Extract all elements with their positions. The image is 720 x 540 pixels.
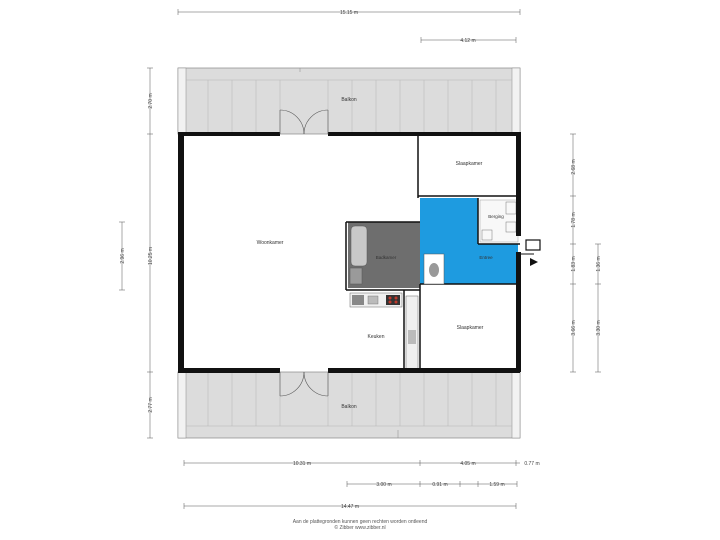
dim-top-total: 15.15 m (340, 10, 358, 16)
footer-disclaimer: Aan de plattegronden kunnen geen rechten… (292, 519, 428, 525)
balcony-door-bottom (279, 371, 329, 397)
exterior-walls (178, 132, 521, 373)
dim-right-3: 1.83 m (571, 256, 577, 271)
dim-right-5: 3.66 m (571, 320, 577, 335)
toilet (423, 253, 445, 285)
kitchen-counter (349, 292, 419, 371)
room-label-woonkamer: Woonkamer (257, 240, 284, 246)
dim-bottom-4: 3.00 m (376, 482, 391, 488)
dim-left-balkon-top: 2.70 m (148, 93, 154, 108)
room-label-slaapkamer-2: Slaapkamer (457, 325, 484, 331)
room-label-keuken: Keuken (368, 334, 385, 340)
berging-area (479, 199, 519, 243)
room-label-slaapkamer-1: Slaapkamer (456, 161, 483, 167)
room-label-balkon-top: Balkon (341, 97, 357, 103)
bathtub (350, 225, 368, 267)
dim-left-inner: 2.96 m (120, 248, 126, 263)
dim-right-6: 3.30 m (596, 320, 602, 335)
dim-bottom-6: 1.59 m (489, 482, 504, 488)
room-label-entree: Entree (479, 255, 493, 260)
dim-left-balkon-bottom: 2.77 m (148, 397, 154, 412)
entrance-steps (521, 239, 541, 266)
dim-right-1: 2.68 m (571, 159, 577, 174)
dim-bottom-3: 0.77 m (524, 461, 539, 467)
dim-left-total: 10.25 m (148, 247, 154, 265)
room-label-berging: Berging (488, 214, 504, 219)
dim-bottom-1: 10.31 m (293, 461, 311, 467)
room-label-balkon-bottom: Balkon (341, 404, 357, 410)
dimension-lines (119, 9, 601, 509)
dim-right-4: 1.36 m (596, 256, 602, 271)
balcony-door-top (279, 109, 329, 135)
dim-bottom-total: 14.47 m (341, 504, 359, 510)
dim-bottom-5: 0.91 m (432, 482, 447, 488)
balcony-bottom (177, 371, 521, 439)
dim-right-2: 1.78 m (571, 212, 577, 227)
dim-bottom-2: 4.05 m (460, 461, 475, 467)
dim-top-right: 4.12 m (460, 38, 475, 44)
room-label-badkamer: Badkamer (376, 255, 397, 260)
footer-credit: © Zibber www.zibber.nl (334, 525, 386, 531)
